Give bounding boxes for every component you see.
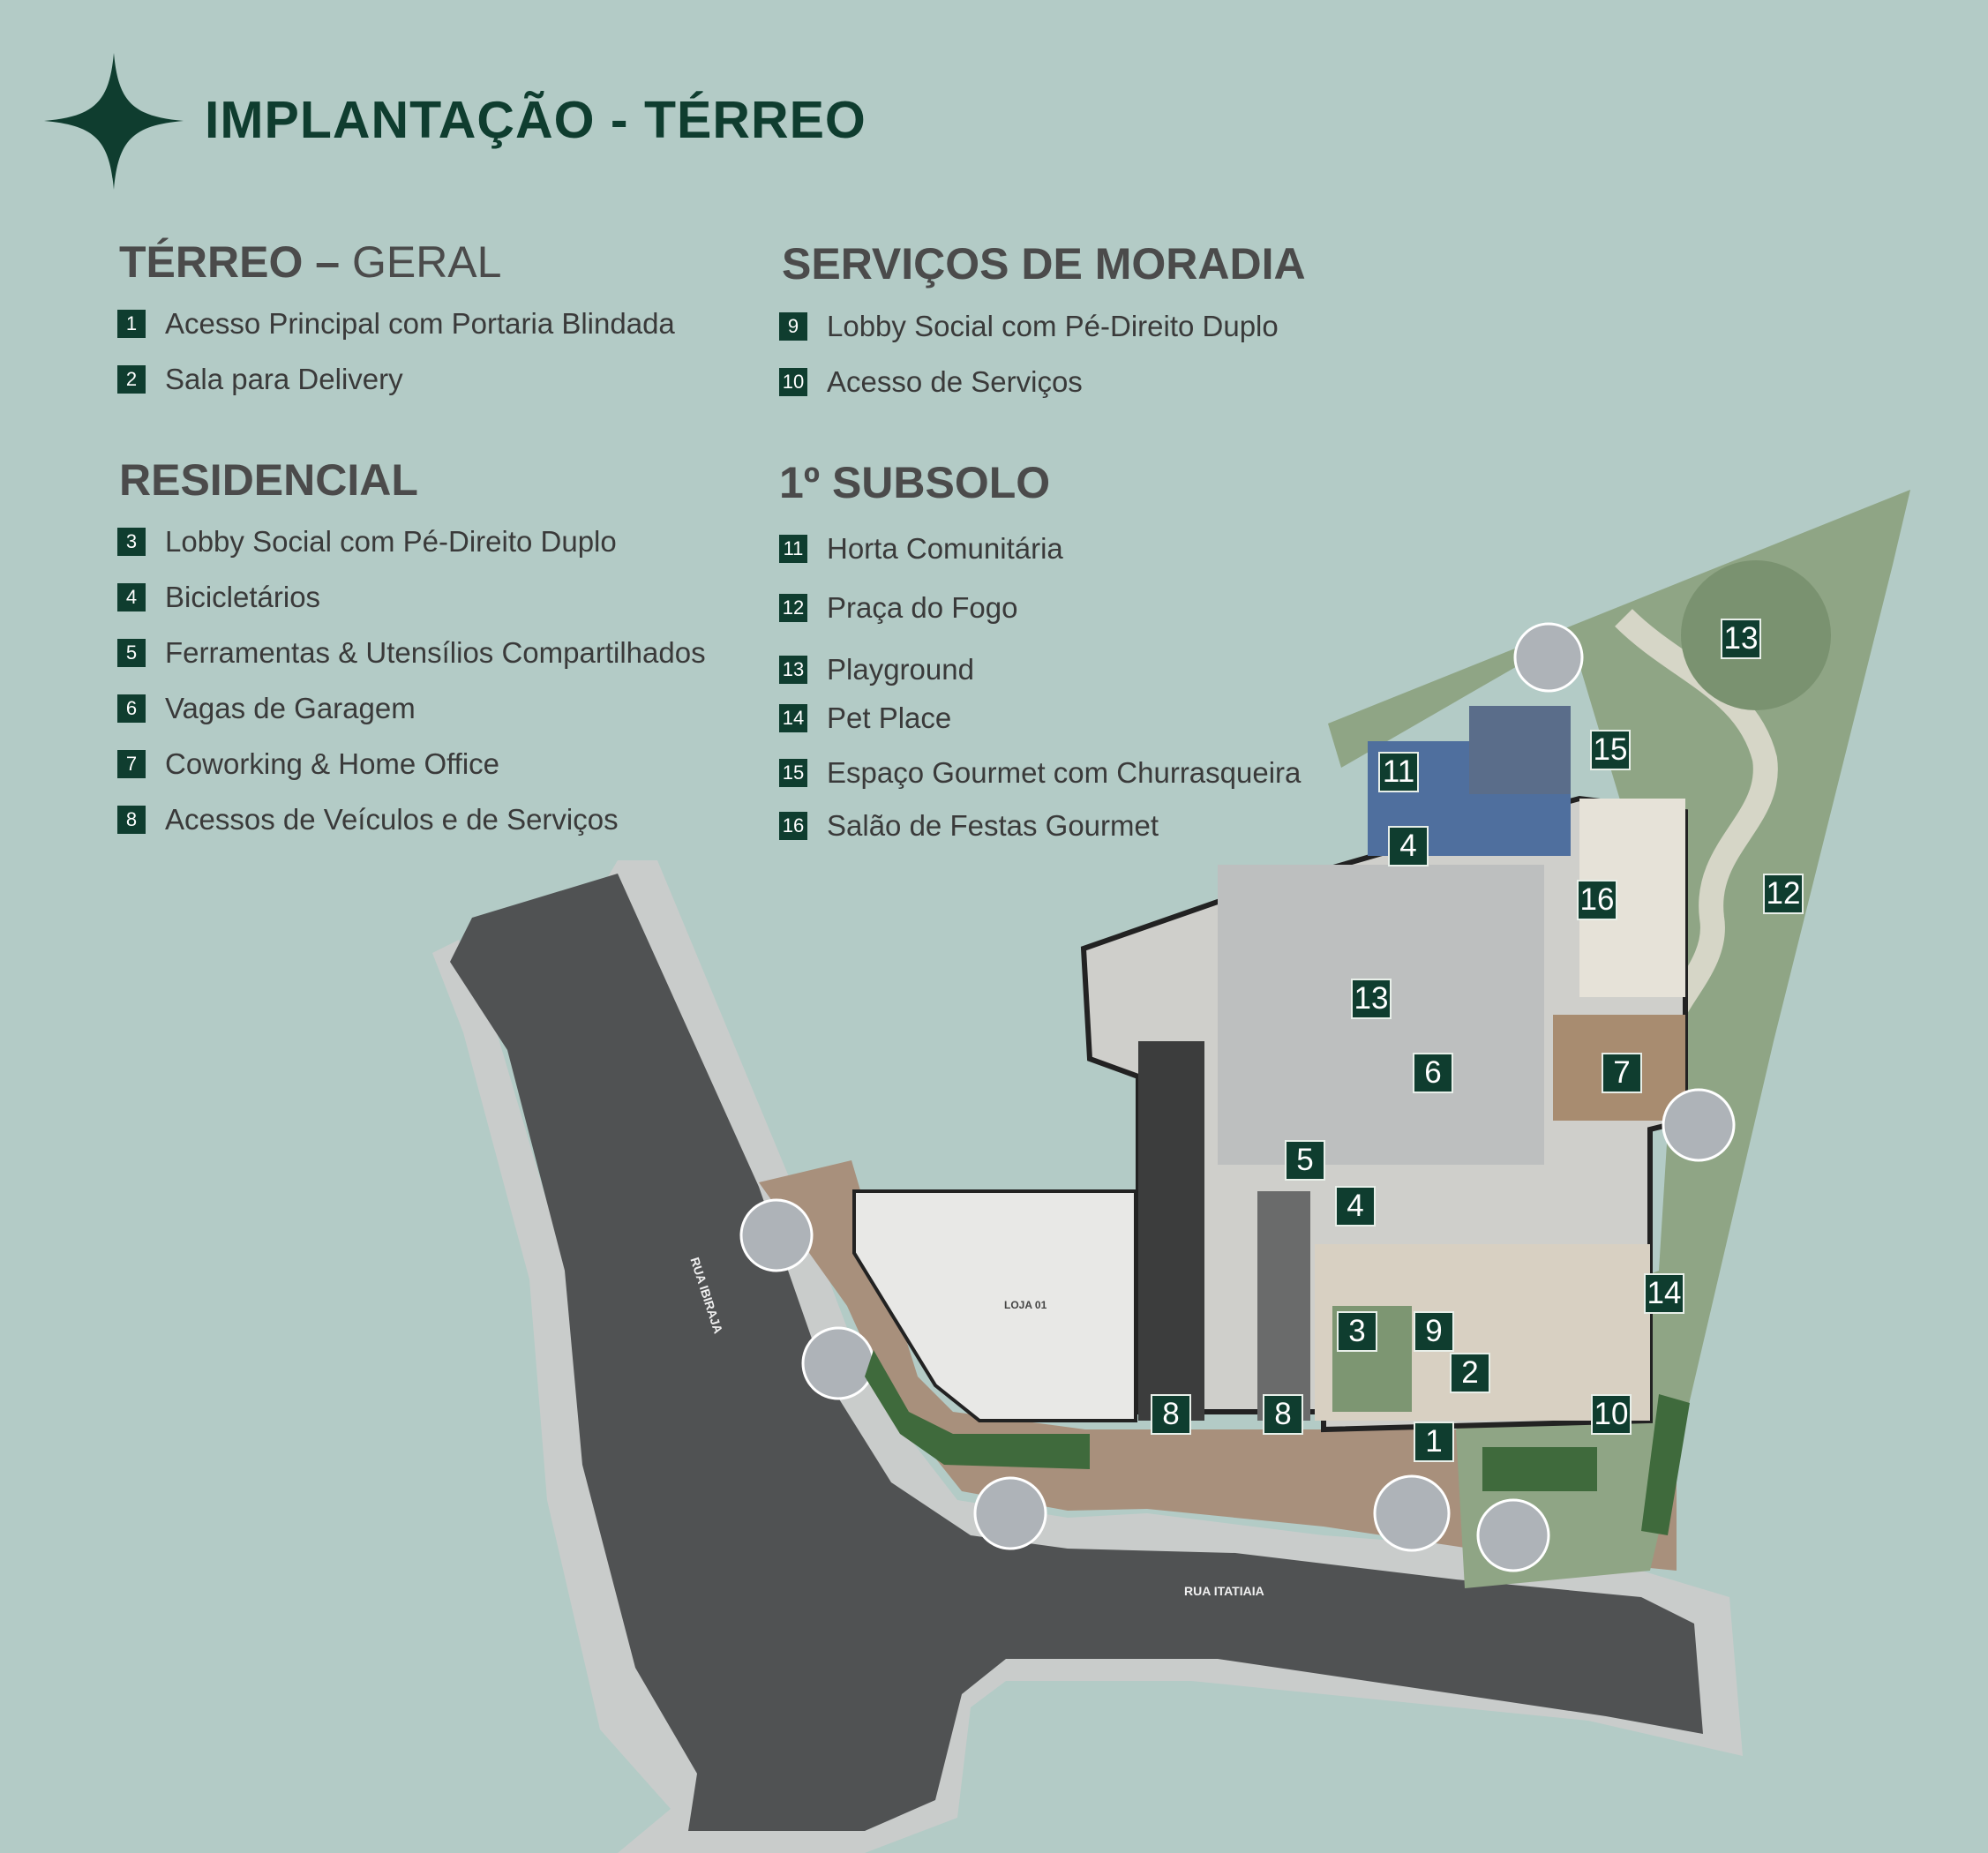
plan-marker: 9 bbox=[1414, 1311, 1454, 1352]
road-rua-ibiraja bbox=[450, 874, 1703, 1831]
plan-marker: 8 bbox=[1263, 1394, 1303, 1435]
legend-item: 5 Ferramentas & Utensílios Compartilhados bbox=[117, 636, 706, 669]
section-residencial-heading: RESIDENCIAL bbox=[119, 455, 418, 505]
plan-marker: 16 bbox=[1577, 880, 1617, 920]
plan-marker: 4 bbox=[1388, 826, 1429, 866]
plan-marker: 4 bbox=[1335, 1186, 1376, 1227]
legend-item-label: Acesso Principal com Portaria Blindada bbox=[165, 307, 675, 340]
legend-item-label: Salão de Festas Gourmet bbox=[827, 809, 1159, 842]
legend-number-badge: 2 bbox=[117, 365, 146, 394]
legend-item: 6 Vagas de Garagem bbox=[117, 692, 416, 724]
plan-marker: 8 bbox=[1151, 1394, 1191, 1435]
plan-marker: 3 bbox=[1337, 1311, 1377, 1352]
legend-item: 8 Acessos de Veículos e de Serviços bbox=[117, 803, 619, 836]
star-icon bbox=[44, 53, 184, 190]
legend-item: 7 Coworking & Home Office bbox=[117, 747, 500, 780]
legend-item-label: Praça do Fogo bbox=[827, 591, 1018, 624]
legend-item: 4 Bicicletários bbox=[117, 581, 321, 613]
legend-item: 15 Espaço Gourmet com Churrasqueira bbox=[779, 756, 1302, 789]
section-terreo-geral-heading: TÉRREO – GERAL bbox=[119, 237, 502, 287]
loja-01 bbox=[852, 1189, 1137, 1422]
legend-number-badge: 4 bbox=[117, 583, 146, 611]
legend-item: 2 Sala para Delivery bbox=[117, 363, 403, 395]
legend-item: 13 Playground bbox=[779, 653, 974, 686]
plan-marker: 5 bbox=[1285, 1140, 1325, 1181]
legend-item-label: Lobby Social com Pé-Direito Duplo bbox=[827, 310, 1279, 342]
legend-number-badge: 16 bbox=[779, 812, 807, 840]
trees bbox=[739, 622, 1736, 1572]
legend-number-badge: 1 bbox=[117, 310, 146, 338]
street-label-rua-itatiaia: RUA ITATIAIA bbox=[1184, 1584, 1264, 1598]
legend-item-label: Lobby Social com Pé-Direito Duplo bbox=[165, 525, 617, 558]
legend-item: 16 Salão de Festas Gourmet bbox=[779, 809, 1159, 842]
legend-number-badge: 6 bbox=[117, 694, 146, 723]
legend-number-badge: 11 bbox=[779, 535, 807, 563]
legend-item: 10 Acesso de Serviços bbox=[779, 365, 1083, 398]
legend-number-badge: 8 bbox=[117, 806, 146, 834]
legend-number-badge: 12 bbox=[779, 594, 807, 622]
legend-item: 14 Pet Place bbox=[779, 701, 952, 734]
section-subsolo-heading: 1º SUBSOLO bbox=[779, 458, 1051, 507]
page-title: IMPLANTAÇÃO - TÉRREO bbox=[205, 91, 866, 149]
legend-number-badge: 14 bbox=[779, 704, 807, 732]
legend-number-badge: 15 bbox=[779, 759, 807, 787]
plan-marker: 13 bbox=[1351, 979, 1392, 1019]
legend-number-badge: 10 bbox=[779, 368, 807, 396]
plan-marker: 2 bbox=[1450, 1353, 1490, 1393]
legend-item-label: Acessos de Veículos e de Serviços bbox=[165, 803, 619, 836]
legend-item-label: Coworking & Home Office bbox=[165, 747, 500, 780]
legend-item-label: Bicicletários bbox=[165, 581, 321, 613]
legend-item: 9 Lobby Social com Pé-Direito Duplo bbox=[779, 310, 1279, 342]
legend-item-label: Pet Place bbox=[827, 701, 952, 734]
legend-item-label: Playground bbox=[827, 653, 974, 686]
plan-marker: 10 bbox=[1591, 1394, 1632, 1435]
plan-marker: 7 bbox=[1602, 1053, 1642, 1093]
legend-number-badge: 7 bbox=[117, 750, 146, 778]
legend-item: 3 Lobby Social com Pé-Direito Duplo bbox=[117, 525, 617, 558]
store-label: LOJA 01 bbox=[1004, 1299, 1047, 1311]
legend-item-label: Sala para Delivery bbox=[165, 363, 403, 395]
plan-marker: 14 bbox=[1644, 1273, 1684, 1314]
legend-item-label: Acesso de Serviços bbox=[827, 365, 1083, 398]
plan-marker: 1 bbox=[1414, 1422, 1454, 1462]
legend-item: 12 Praça do Fogo bbox=[779, 591, 1018, 624]
plan-marker: 11 bbox=[1378, 752, 1419, 792]
section-servicos-heading: SERVIÇOS DE MORADIA bbox=[782, 239, 1306, 289]
plan-marker: 15 bbox=[1590, 730, 1631, 770]
legend-number-badge: 13 bbox=[779, 656, 807, 684]
legend-item-label: Horta Comunitária bbox=[827, 532, 1063, 565]
plan-marker: 6 bbox=[1413, 1053, 1453, 1093]
legend-item-label: Vagas de Garagem bbox=[165, 692, 416, 724]
hedges bbox=[865, 1350, 1690, 1535]
plan-marker: 13 bbox=[1721, 619, 1761, 659]
legend-number-badge: 5 bbox=[117, 639, 146, 667]
plaza-paving bbox=[759, 1160, 1677, 1571]
legend-number-badge: 3 bbox=[117, 528, 146, 556]
legend-item: 11 Horta Comunitária bbox=[779, 532, 1063, 565]
legend-item-label: Ferramentas & Utensílios Compartilhados bbox=[165, 636, 706, 669]
legend-item: 1 Acesso Principal com Portaria Blindada bbox=[117, 307, 675, 340]
legend-number-badge: 9 bbox=[779, 312, 807, 341]
plan-marker: 12 bbox=[1763, 874, 1804, 914]
legend-item-label: Espaço Gourmet com Churrasqueira bbox=[827, 756, 1302, 789]
